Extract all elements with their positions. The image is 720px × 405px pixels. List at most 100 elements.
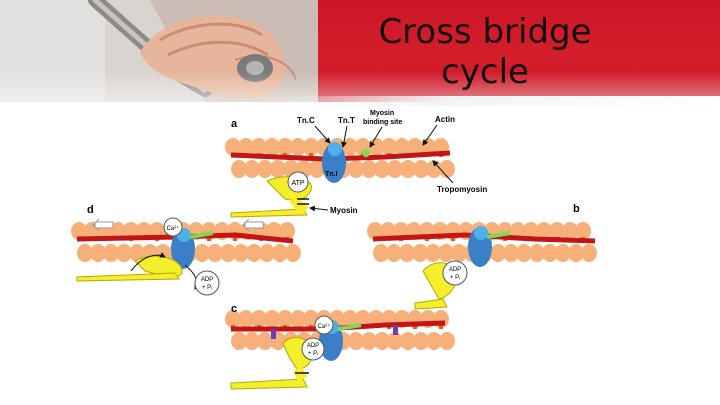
actin-monomer <box>225 138 241 156</box>
panel-label-d: d <box>87 204 94 216</box>
bound-site-marker-c2 <box>393 325 398 335</box>
actin-monomer <box>257 332 273 350</box>
actin-monomer <box>233 244 249 262</box>
actin-monomer <box>257 160 273 178</box>
pi-label-c: + Pᵢ <box>308 351 318 357</box>
actin-monomer <box>374 160 390 178</box>
actin-monomer <box>266 222 282 240</box>
binding-site-c <box>337 323 362 331</box>
callout-tnc: Tn.C <box>297 116 315 125</box>
callout-myosin-binding-site-2: binding site <box>363 119 402 126</box>
adp-label-c: ADP <box>307 343 319 349</box>
actin-monomer <box>264 138 280 156</box>
actin-monomer <box>110 222 126 240</box>
myosin-tail-a <box>230 208 308 218</box>
actin-monomer <box>290 310 306 328</box>
actin-monomer <box>309 160 325 178</box>
actin-monomer <box>536 222 552 240</box>
tropomyosin-strand-a <box>230 150 451 162</box>
actin-monomer <box>451 244 467 262</box>
actin-monomer <box>400 160 416 178</box>
actin-monomer <box>367 222 383 240</box>
actin-monomer <box>244 332 260 350</box>
actin-monomer <box>90 244 106 262</box>
myosin-tail-c <box>230 378 308 390</box>
actin-monomer <box>490 244 506 262</box>
title-line-2: cycle <box>441 52 529 92</box>
adp-label-d: ADP <box>201 277 213 283</box>
panel-label-c: c <box>231 303 237 315</box>
cross-bridge-diagram: ATP a Tn.C Tn.T Myosin binding site Acti… <box>35 103 647 405</box>
tropomyosin-strand-b <box>372 232 596 244</box>
panel-d: Ca²⁺ ADP + Pᵢ d <box>71 204 301 296</box>
actin-monomer <box>264 310 280 328</box>
actin-binding-mark <box>451 237 455 241</box>
actin-monomer <box>399 244 415 262</box>
actin-monomer <box>413 332 429 350</box>
actin-binding-mark <box>439 325 443 329</box>
atp-bubble <box>287 171 309 193</box>
actin-monomer <box>246 244 262 262</box>
ca-label-d: Ca²⁺ <box>167 225 180 232</box>
actin-monomer <box>387 160 403 178</box>
actin-monomer <box>225 310 241 328</box>
actin-binding-mark <box>207 237 211 241</box>
actin-binding-mark <box>309 153 313 157</box>
panel-b: ADP + Pᵢ b <box>367 203 597 310</box>
callout-tropomyosin: Tropomyosin <box>437 185 487 194</box>
actin-monomer <box>413 160 429 178</box>
actin-monomer <box>251 138 267 156</box>
actin-monomer <box>277 310 293 328</box>
adp-bubble-d <box>194 270 220 296</box>
actin-monomer <box>272 244 288 262</box>
actin-monomer <box>386 244 402 262</box>
bound-site-marker-c1 <box>271 329 276 339</box>
actin-binding-mark <box>413 325 417 329</box>
binding-site-a <box>362 149 370 157</box>
actin-monomer <box>516 244 532 262</box>
actin-monomer <box>348 160 364 178</box>
actin-monomer <box>342 310 358 328</box>
actin-monomer <box>348 332 364 350</box>
actin-monomer <box>231 160 247 178</box>
actin-monomer <box>71 222 87 240</box>
actin-monomer <box>238 138 254 156</box>
actin-monomer <box>103 244 119 262</box>
actin-monomer <box>549 222 565 240</box>
actin-monomer <box>562 222 578 240</box>
actin-monomer <box>207 244 223 262</box>
actin-monomer <box>374 332 390 350</box>
binding-site-b <box>486 231 511 239</box>
myosin-neck-a <box>289 195 309 215</box>
panel-label-a: a <box>231 118 238 130</box>
pi-label-d: + Pᵢ <box>202 285 212 291</box>
actin-monomer <box>279 222 295 240</box>
actin-monomer <box>575 222 591 240</box>
binding-site-d <box>189 231 214 239</box>
panel-c: Ca²⁺ ADP + Pᵢ c <box>225 303 455 390</box>
callout-actin: Actin <box>435 115 455 124</box>
actin-monomer <box>503 244 519 262</box>
actin-monomer <box>439 332 455 350</box>
actin-monomer <box>77 244 93 262</box>
actin-monomer <box>231 332 247 350</box>
actin-monomer <box>220 244 236 262</box>
pi-label-b: + Pᵢ <box>450 275 460 281</box>
ca-bubble-d <box>163 217 183 237</box>
panel-label-b: b <box>573 203 580 215</box>
panel-a: ATP a Tn.C Tn.T Myosin binding site Acti… <box>225 110 487 218</box>
banner-photo <box>0 0 318 102</box>
slide-title: Cross bridge cycle <box>370 12 600 92</box>
actin-monomer <box>381 138 397 156</box>
actin-monomer <box>555 244 571 262</box>
myosin-tail-b <box>414 298 448 310</box>
callout-myosin: Myosin <box>330 206 358 215</box>
actin-monomer <box>129 244 145 262</box>
actin-monomer <box>387 332 403 350</box>
actin-monomer <box>244 160 260 178</box>
actin-monomer <box>523 222 539 240</box>
actin-monomer <box>285 244 301 262</box>
actin-monomer <box>380 222 396 240</box>
actin-monomer <box>438 244 454 262</box>
